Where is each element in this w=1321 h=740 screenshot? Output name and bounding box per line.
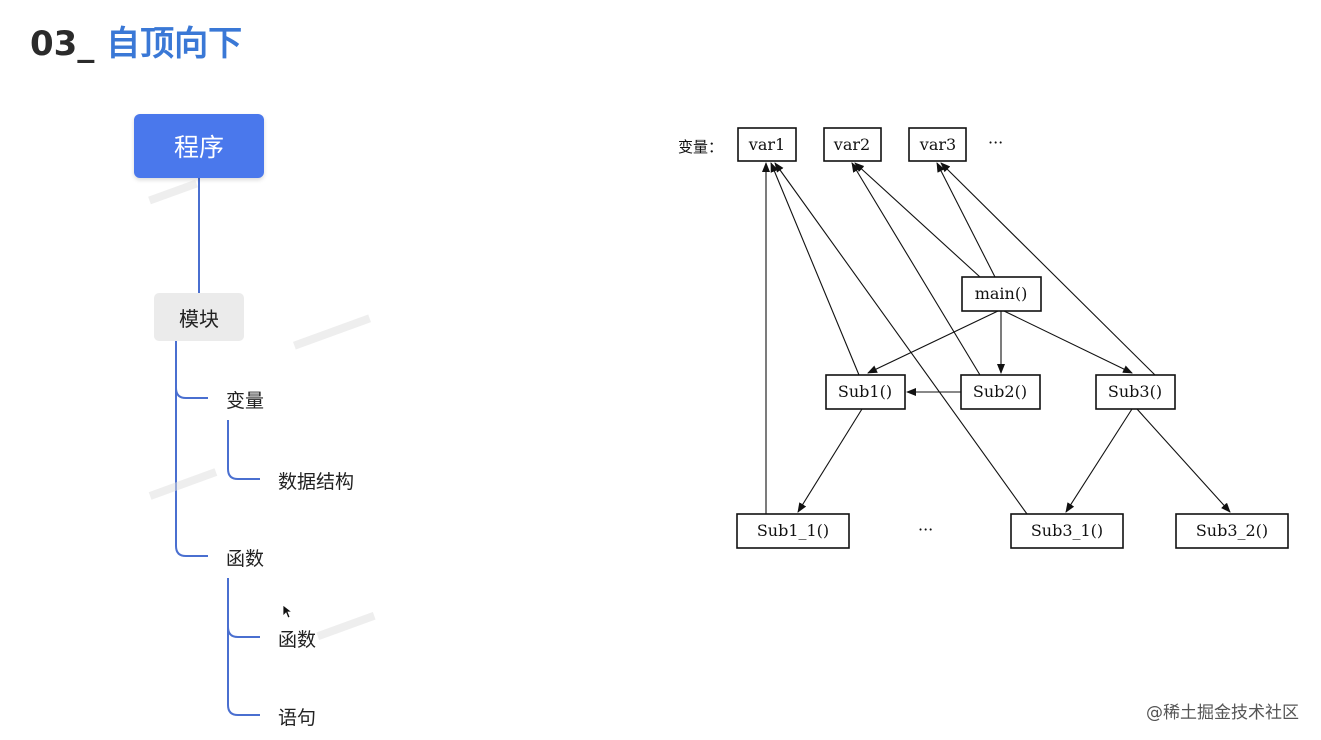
sub3-node: Sub3() <box>1095 374 1176 410</box>
edge-sub3-var3 <box>940 162 1156 376</box>
var1-label: var1 <box>748 135 785 154</box>
sub2-node: Sub2() <box>960 374 1041 410</box>
sub1-node: Sub1() <box>825 374 906 410</box>
sub1-1-node: Sub1_1() <box>736 513 850 549</box>
edge-sub3-sub3-1 <box>1065 408 1133 513</box>
main-label: main() <box>975 284 1028 303</box>
var3-node: var3 <box>908 127 967 162</box>
sub3-2-node: Sub3_2() <box>1175 513 1289 549</box>
var-ellipsis: ··· <box>988 133 1003 152</box>
root-node-program: 程序 <box>134 114 264 178</box>
edge-sub3-sub3-2 <box>1136 408 1231 513</box>
sub1-1-label: Sub1_1() <box>757 521 829 540</box>
sub3-1-node: Sub3_1() <box>1010 513 1124 549</box>
edge-main-sub1 <box>867 310 999 374</box>
sub1-label: Sub1() <box>838 382 892 401</box>
mouse-pointer-icon <box>282 604 294 619</box>
tree-item-function: 函数 <box>278 629 317 651</box>
sub3-1-label: Sub3_1() <box>1031 521 1103 540</box>
variable-prefix-label: 变量： <box>678 138 723 156</box>
leaf-ellipsis: ··· <box>918 520 933 539</box>
edge-sub2-var2 <box>851 162 981 376</box>
sub3-2-label: Sub3_2() <box>1196 521 1268 540</box>
edge-main-var3 <box>936 162 996 278</box>
source-credit: @稀土掘金技术社区 <box>1146 703 1299 723</box>
tree-item-variable: 变量 <box>226 390 265 412</box>
function-to-statement-branch <box>227 578 260 716</box>
edge-main-sub3 <box>1003 310 1133 374</box>
tree-item-function-group: 函数 <box>226 548 265 570</box>
tree-item-statement: 语句 <box>278 707 317 729</box>
module-node: 模块 <box>154 293 244 341</box>
tree-item-data-structure: 数据结构 <box>278 471 355 493</box>
module-to-function-branch <box>175 341 208 557</box>
page-title: 03_ 自顶向下 <box>30 22 242 66</box>
edge-sub1-sub1-1 <box>797 408 863 513</box>
main-node: main() <box>961 276 1042 312</box>
variable-to-datastructure-branch <box>227 420 260 480</box>
var1-node: var1 <box>737 127 797 162</box>
sub3-label: Sub3() <box>1108 382 1162 401</box>
title-number: 03_ <box>30 24 95 64</box>
title-text: 自顶向下 <box>106 24 243 64</box>
edge-main-var2 <box>854 162 981 278</box>
var3-label: var3 <box>919 135 956 154</box>
edge-sub3-1-var1 <box>774 162 1028 515</box>
edge-sub1-var1 <box>770 162 860 376</box>
var2-label: var2 <box>833 135 870 154</box>
var2-node: var2 <box>823 127 882 162</box>
sub2-label: Sub2() <box>973 382 1027 401</box>
